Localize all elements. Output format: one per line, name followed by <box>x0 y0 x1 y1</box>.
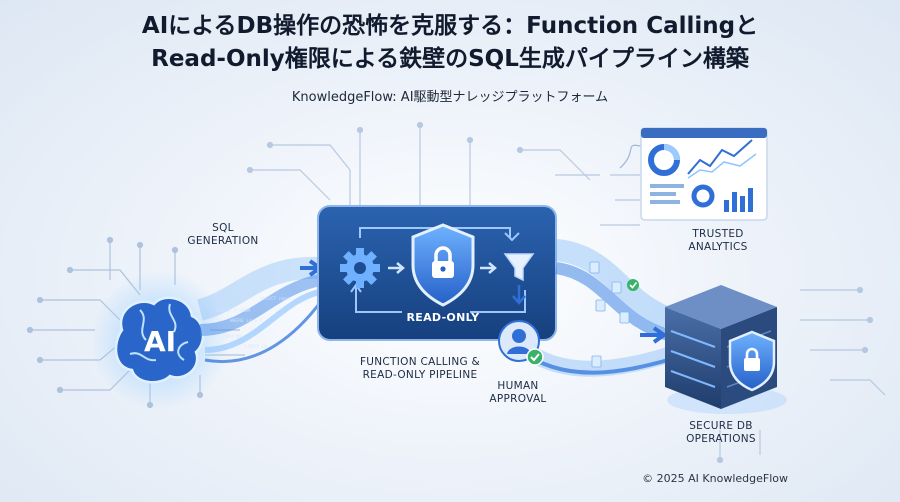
title-line-1: AIによるDB操作の恐怖を克服する：Function Callingと <box>141 13 759 39</box>
secure-db-label: SECURE DB OPERATIONS <box>686 420 756 445</box>
page-title: AIによるDB操作の恐怖を克服する：Function Callingと Read… <box>0 10 900 76</box>
secure-flow-right <box>514 239 673 377</box>
sql-flow-left: SELECT * FROM WHERE id = ? JOIN ON LIMIT 1… <box>196 256 324 363</box>
human-approval-label: HUMAN APPROVAL <box>489 380 547 405</box>
check-badge-small <box>627 279 639 291</box>
flow-arrow-out <box>640 326 668 344</box>
brain-icon <box>114 296 205 384</box>
read-only-label: READ-ONLY <box>406 311 480 324</box>
dashboard-icon <box>619 127 768 221</box>
svg-text:WHERE id = ?: WHERE id = ? <box>230 318 263 324</box>
circuit-traces-right <box>600 174 886 464</box>
page-subtitle: KnowledgeFlow: AI駆動型ナレッジプラットフォーム <box>291 90 609 105</box>
svg-text:SELECT * FROM: SELECT * FROM <box>215 308 251 314</box>
shield-lock-icon <box>411 223 475 307</box>
sql-generation-label: SQL GENERATION <box>187 222 259 247</box>
server-icon <box>665 285 787 414</box>
brain-ai-label: AI <box>144 325 176 358</box>
copyright-text: © 2025 AI KnowledgeFlow <box>642 472 788 485</box>
circuit-traces-top <box>246 121 600 205</box>
svg-text:JOIN ON: JOIN ON <box>222 334 241 340</box>
pipeline-label: FUNCTION CALLING & READ-ONLY PIPELINE <box>359 356 481 381</box>
title-line-2: Read-Only権限による鉄壁のSQL生成パイプライン構築 <box>151 46 749 72</box>
person-check-icon <box>498 320 544 366</box>
funnel-icon <box>503 253 535 282</box>
trusted-analytics-label: TRUSTED ANALYTICS <box>688 228 748 253</box>
gear-icon <box>340 248 380 288</box>
server-shield-icon <box>728 330 776 392</box>
svg-text:SELECT name: SELECT name <box>260 296 290 302</box>
svg-text:LIMIT 10: LIMIT 10 <box>245 344 267 350</box>
